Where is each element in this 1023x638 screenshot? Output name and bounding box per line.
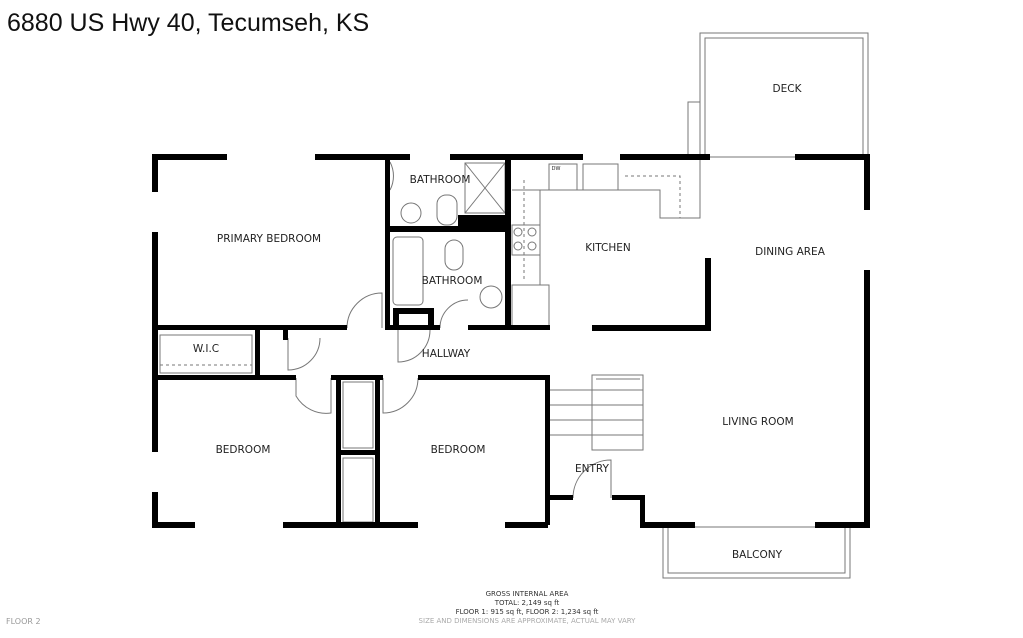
room-label-entry: ENTRY bbox=[575, 463, 609, 475]
room-label-primary-bedroom: PRIMARY BEDROOM bbox=[216, 233, 322, 245]
room-label-balcony: BALCONY bbox=[731, 549, 783, 561]
room-label-bedroom: BEDROOM bbox=[430, 444, 486, 456]
area-disclaimer: SIZE AND DIMENSIONS ARE APPROXIMATE, ACT… bbox=[418, 617, 636, 625]
sink bbox=[582, 163, 619, 191]
room-label-dining-area: DINING AREA bbox=[755, 246, 825, 258]
toilet-1 bbox=[436, 194, 458, 226]
kitchen-counter bbox=[512, 189, 541, 286]
dishwasher-label: DW bbox=[551, 166, 561, 172]
walls bbox=[152, 154, 870, 528]
property-address: 6880 US Hwy 40, Tecumseh, KS bbox=[7, 9, 370, 37]
room-label-hallway: HALLWAY bbox=[421, 348, 471, 360]
floor-label: FLOOR 2 bbox=[6, 617, 41, 626]
room-label-bathroom: BATHROOM bbox=[409, 174, 471, 186]
door-swing bbox=[346, 292, 383, 329]
room-label-bedroom: BEDROOM bbox=[215, 444, 271, 456]
toilet-2 bbox=[444, 239, 464, 271]
area-heading: GROSS INTERNAL AREA bbox=[485, 590, 569, 598]
area-total: TOTAL: 2,149 sq ft bbox=[494, 599, 560, 607]
room-label-bathroom: BATHROOM bbox=[421, 275, 483, 287]
stove bbox=[511, 224, 541, 256]
room-label-living-room: LIVING ROOM bbox=[722, 416, 794, 428]
room-label-wic: W.I.C bbox=[192, 343, 220, 355]
bathtub bbox=[392, 236, 424, 306]
room-label-kitchen: KITCHEN bbox=[585, 242, 631, 254]
deck-outline bbox=[699, 32, 869, 158]
area-floors: FLOOR 1: 915 sq ft, FLOOR 2: 1,234 sq ft bbox=[455, 608, 599, 616]
room-label-deck: DECK bbox=[772, 83, 802, 95]
sink-2 bbox=[479, 285, 503, 309]
sink-1 bbox=[400, 202, 422, 224]
dishwasher bbox=[548, 163, 578, 191]
stairs bbox=[548, 374, 644, 451]
